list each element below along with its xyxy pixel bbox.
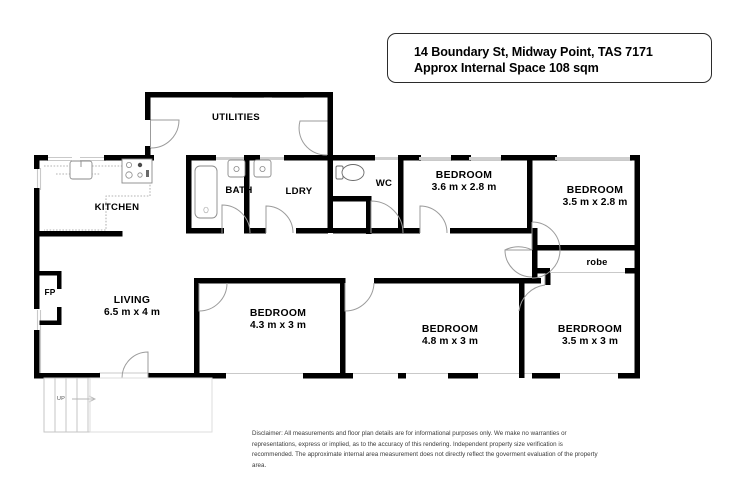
wall-ldry-bottom-right <box>296 228 328 234</box>
plumbing-fixtures <box>69 158 365 219</box>
room-label-utilities: UTILITIES <box>211 112 261 123</box>
wall-bottom-living-right <box>148 373 226 379</box>
wall-bed1-bottom-right <box>450 228 532 234</box>
wall-bottom-mid-stub <box>398 373 406 379</box>
room-label-kitchen: KITCHEN <box>94 202 140 213</box>
wall-bath-right <box>244 155 250 233</box>
wall-left-kitchen <box>34 188 40 278</box>
wall-left-top-stub <box>34 155 40 169</box>
wall-bed3-right <box>340 278 346 378</box>
wall-wc-divider <box>333 196 371 202</box>
wall-bed3-top <box>222 278 344 284</box>
stairs-direction-label: UP <box>56 396 66 402</box>
staircase <box>43 377 213 433</box>
wall-bed1-right <box>527 155 533 233</box>
wall-robe-left <box>532 245 538 279</box>
wall-bed5-top-stub <box>519 278 541 284</box>
wall-bed1-bottom-left <box>398 228 420 234</box>
wall-hall-bottom-a <box>371 228 403 234</box>
wall-bed1-top-mid <box>451 155 471 161</box>
wall-wc-right-lower <box>366 196 372 234</box>
wall-ldry-top-window <box>260 157 286 160</box>
toilet-icon <box>335 164 365 181</box>
wall-fp-bottom <box>39 320 62 325</box>
wall-ldry-top-right <box>284 155 328 161</box>
wall-bottom-bed3 <box>303 373 353 379</box>
wall-bath-top-window <box>216 157 246 160</box>
room-label-fireplace: FP <box>44 287 56 297</box>
room-label-robe: robe <box>586 256 608 267</box>
wall-bed1-top-window-a <box>419 157 453 160</box>
wall-wc-top-window <box>375 157 403 160</box>
wall-wc-bottom <box>333 228 371 234</box>
room-label-bedroom-1: BEDROOM 3.6 m x 2.8 m <box>431 170 497 194</box>
wall-bed3-left <box>194 278 200 378</box>
wall-bath-top-left <box>186 155 216 161</box>
disclaimer-text: Disclaimer: All measurements and floor p… <box>252 430 598 469</box>
wall-wc-top-left <box>333 155 375 161</box>
title-card: 14 Boundary St, Midway Point, TAS 7171 A… <box>387 33 712 83</box>
wall-bottom-living-left <box>34 373 100 379</box>
room-label-bedroom-3: BEDROOM 4.3 m x 3 m <box>249 308 307 332</box>
wall-kitchen-top-left <box>34 155 48 161</box>
wall-hall-right-stub <box>545 273 551 285</box>
wall-bath-left <box>186 155 192 233</box>
kitchen-bench-outline <box>44 165 151 231</box>
wall-left-fp-lower <box>34 330 40 378</box>
wall-bed2-bottom-stub <box>532 228 538 250</box>
room-label-bath: BATH <box>225 185 253 196</box>
wall-bed5-left <box>519 278 525 378</box>
wall-utilities-right <box>327 92 333 158</box>
wall-ldry-bottom-left <box>244 228 266 234</box>
wall-bed2-bottom <box>532 245 640 251</box>
bath-basin-icon <box>227 159 246 178</box>
wall-robe-bottom-left <box>532 268 550 274</box>
wall-fp-top <box>39 271 62 276</box>
wall-bottom-bed5-left <box>532 373 560 379</box>
room-label-ldry: LDRY <box>285 186 313 197</box>
wall-kitchen-bottom <box>39 231 123 237</box>
window-openings <box>36 93 632 378</box>
wall-bed3-top-left <box>194 278 226 284</box>
wall-fp-right-upper <box>57 271 62 289</box>
room-label-wc: WC <box>375 178 393 189</box>
title-address: 14 Boundary St, Midway Point, TAS 7171 <box>414 45 653 59</box>
wall-utilities-top <box>145 92 333 98</box>
wall-kitchen-top-right <box>104 155 152 161</box>
bathtub-icon <box>194 165 218 219</box>
wall-robe-bottom-right <box>625 268 640 274</box>
wall-right-outer <box>634 155 640 379</box>
room-label-bedroom-4: BEDROOM 4.8 m x 3 m <box>421 324 479 348</box>
walls <box>34 92 640 379</box>
wall-bed1-top-left <box>401 155 421 161</box>
wall-bath-bottom <box>186 228 224 234</box>
wall-utilities-left-lower <box>145 146 151 160</box>
wall-bottom-bed4 <box>448 373 478 379</box>
door-swings <box>121 119 561 379</box>
wall-bottom-bed5-right <box>618 373 640 379</box>
wall-fp-right-lower <box>57 307 62 325</box>
wall-ldry-top-left <box>244 155 260 161</box>
wall-left-fp-upper <box>34 271 40 309</box>
wall-ldry-right <box>327 155 333 233</box>
wall-utilities-left-upper <box>145 92 151 120</box>
wall-bed2-top-window <box>555 157 633 160</box>
room-label-bedroom-5: BERDROOM 3.5 m x 3 m <box>557 324 623 348</box>
wall-bed1-left <box>398 155 404 233</box>
wall-bed1-top-window-b <box>469 157 503 160</box>
title-area: Approx Internal Space 108 sqm <box>414 61 599 75</box>
wall-bed4-top <box>374 278 524 284</box>
room-label-bedroom-2: BEDROOM 3.5 m x 2.8 m <box>562 185 628 209</box>
room-label-living: LIVING 6.5 m x 4 m <box>103 295 161 319</box>
ldry-basin-icon <box>253 159 272 178</box>
